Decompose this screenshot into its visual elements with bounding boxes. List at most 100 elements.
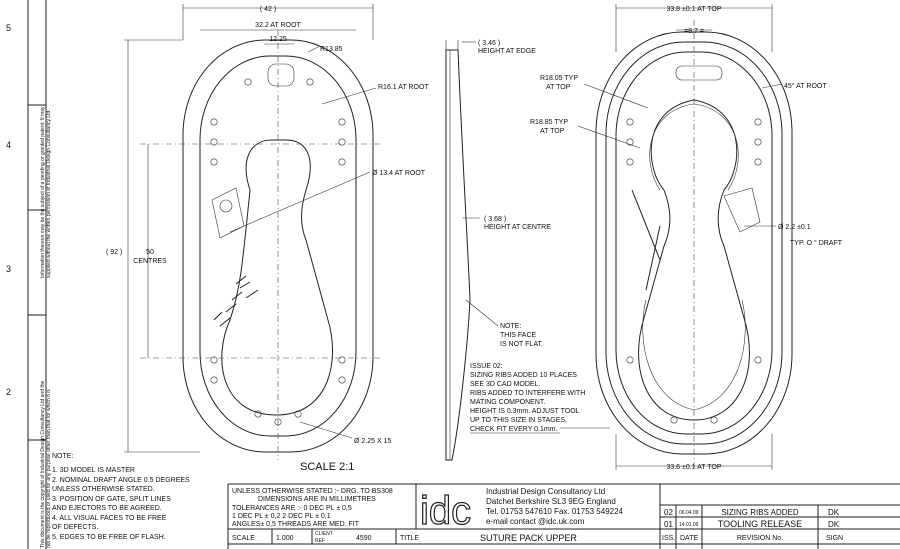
revision-sign: DK <box>828 508 840 517</box>
edge-height-label: HEIGHT AT EDGE <box>478 48 536 55</box>
issue-note-line: CHECK FIT EVERY 0.1mm. <box>470 426 558 433</box>
leader-holes <box>299 421 353 439</box>
right-locating-holes <box>626 118 762 424</box>
dim-r-root: R16.1 AT ROOT <box>378 84 429 91</box>
dim-r-typ-2: R18.85 TYP <box>530 119 568 126</box>
general-notes: NOTE: 1. 3D MODEL IS MASTER 2. NOMINAL D… <box>52 453 190 541</box>
tolerance-line-3: TOLERANCES ARE :- 0 DEC PL ± 0,5 <box>232 505 352 512</box>
left-locating-holes <box>210 78 346 426</box>
zone-labels: 5 4 3 2 <box>6 23 11 397</box>
right-hinge-tab <box>723 187 761 233</box>
revision-date: 14.01.09 <box>679 522 699 528</box>
centre-height-label: HEIGHT AT CENTRE <box>484 224 551 231</box>
company-email: e-mail contact @idc.uk.com <box>486 517 585 526</box>
side-profile-outline <box>445 49 471 461</box>
rev-header-iss: ISS. <box>662 535 675 542</box>
face-note-leader <box>465 299 499 327</box>
tolerance-line-2: DIMENSIONS ARE IN MILLIMETRES <box>258 496 376 503</box>
notes-line: 3. POSITION OF GATE, SPLIT LINES <box>52 496 171 503</box>
leader-r-typ-1 <box>583 83 649 109</box>
company-phone: Tel. 01753 547610 Fax. 01753 549224 <box>486 507 624 516</box>
issue-note: ISSUE 02: SIZING RIBS ADDED 10 PLACES SE… <box>470 363 610 434</box>
left-sizing-ribs <box>213 275 259 327</box>
dim-pin-diameter: Ø 2.2 ±0.1 <box>778 224 811 231</box>
dim-angle: 45° AT ROOT <box>784 82 827 90</box>
notes-line: 4. ALL VISUAL FACES TO BE FREE <box>52 515 167 522</box>
client-ref-label-1: CLIENT <box>315 531 333 537</box>
leader-hole <box>229 171 371 233</box>
dim-hole-diameter: Ø 13.4 AT ROOT <box>372 170 426 177</box>
copyright-notice-line-4: not be reproduced or used for any purpos… <box>46 389 52 548</box>
right-rib-diagonal-1 <box>631 189 661 261</box>
side-section-view: ( 3.46 ) HEIGHT AT EDGE ( 3.68 ) HEIGHT … <box>445 40 551 461</box>
dim-centres-label: CENTRES <box>133 258 167 265</box>
rev-header-revision: REVISION No. <box>737 535 783 542</box>
client-ref-label-2: REF <box>315 538 325 544</box>
tolerance-line-5: ANGLES± 0,5 THREADS ARE MED. FIT <box>232 521 360 528</box>
dim-top-width: 33.8 ±0.1 AT TOP <box>666 6 721 13</box>
tolerance-line-1: UNLESS OTHERWISE STATED :- DRG. TO BS308 <box>232 488 393 495</box>
leader-r-typ-2 <box>577 125 641 149</box>
dim-root-width: 32.2 AT ROOT <box>255 22 301 29</box>
left-gate-slot <box>267 63 295 87</box>
drawing-title: SUTURE PACK UPPER <box>480 533 577 543</box>
copyright-notice-line-3: This document is the copyright of Indust… <box>40 380 46 548</box>
left-plan-view: ( 42 ) 32.2 AT ROOT 12.25 R13.85 R16.1 A… <box>106 4 429 473</box>
dim-bottom-width: 33.6 ±0.1 AT TOP <box>666 464 721 471</box>
issue-note-line: ISSUE 02: <box>470 363 503 370</box>
issue-note-line: UP TO THIS SIZE IN STAGES, <box>470 417 567 424</box>
revision-iss: 02 <box>664 508 673 517</box>
issue-note-line: MATING COMPONENT. <box>470 399 545 406</box>
right-gate-slot <box>675 65 723 81</box>
company-name: Industrial Design Consultancy Ltd <box>486 487 605 496</box>
left-pin-boss <box>219 199 233 213</box>
scale-field-label: SCALE <box>232 535 255 542</box>
title-field-label: TITLE <box>400 535 419 542</box>
face-note-line-2: IS NOT FLAT. <box>500 341 543 348</box>
left-hinge-tab <box>211 187 245 239</box>
revision-description: SIZING RIBS ADDED <box>721 508 799 517</box>
rev-header-date: DATE <box>680 535 698 542</box>
copyright-notice-line-1: Information thereon may be the subject o… <box>40 106 46 278</box>
notes-line: UNLESS OTHERWISE STATED. <box>52 486 155 493</box>
notes-title: NOTE: <box>52 453 73 460</box>
right-rib-diagonal-2 <box>645 225 661 291</box>
dim-r-top: R13.85 <box>320 46 343 53</box>
dim-holes: Ø 2.25 X 15 <box>354 438 391 445</box>
right-plan-view: 33.8 ±0.1 AT TOP =8.7 = R18.05 TYP AT TO… <box>530 4 843 471</box>
dim-length: ( 92 ) <box>106 249 122 256</box>
zone-3-label: 3 <box>6 264 11 274</box>
issue-note-line: RIBS ADDED TO INTERFERE WITH <box>470 390 585 397</box>
dim-centres-value: 50 <box>146 249 154 256</box>
title-block: UNLESS OTHERWISE STATED :- DRG. TO BS308… <box>227 483 900 549</box>
zone-2-label: 2 <box>6 387 11 397</box>
centre-height-value: ( 3.68 ) <box>484 216 506 223</box>
drawing-border <box>27 0 47 549</box>
dim-slot-width-right: =8.7 = <box>684 28 704 35</box>
zone-5-label: 5 <box>6 23 11 33</box>
notes-line: 2. NOMINAL DRAFT ANGLE 0.5 DEGREES <box>52 477 190 484</box>
scale-label: SCALE 2:1 <box>300 461 354 473</box>
revision-iss: 01 <box>664 520 673 529</box>
company-logo: idc <box>420 489 471 533</box>
dim-draft: TYP. O ° DRAFT <box>790 239 843 247</box>
dim-r-typ-2-qualifier: AT TOP <box>540 128 565 135</box>
notes-line: 5. EDGES TO BE FREE OF FLASH. <box>52 534 166 541</box>
leader-r-root <box>321 87 377 105</box>
dim-overall-width: ( 42 ) <box>260 6 276 13</box>
tolerance-line-4: 1 DEC PL ± 0,2 2 DEC PL ± 0,1 <box>232 513 331 520</box>
scale-field-value: 1.000 <box>276 535 294 542</box>
notes-line: AND EJECTORS TO BE AGREED. <box>52 505 162 512</box>
dim-r-typ-1-qualifier: AT TOP <box>546 84 571 91</box>
revision-description: TOOLING RELEASE <box>718 519 802 529</box>
left-cavity-outline <box>221 139 334 416</box>
client-ref-value: 4590 <box>356 535 372 542</box>
issue-note-line: HEIGHT IS 0.3mm. ADJUST TOOL <box>470 408 580 415</box>
face-note-line-1: THIS FACE <box>500 332 537 339</box>
zone-4-label: 4 <box>6 140 11 150</box>
issue-note-line: SIZING RIBS ADDED 10 PLACES <box>470 372 577 379</box>
dim-r-typ-1: R18.05 TYP <box>540 75 578 82</box>
revision-date: 06.04.09 <box>679 510 699 516</box>
edge-height-value: ( 3.46 ) <box>478 40 500 47</box>
